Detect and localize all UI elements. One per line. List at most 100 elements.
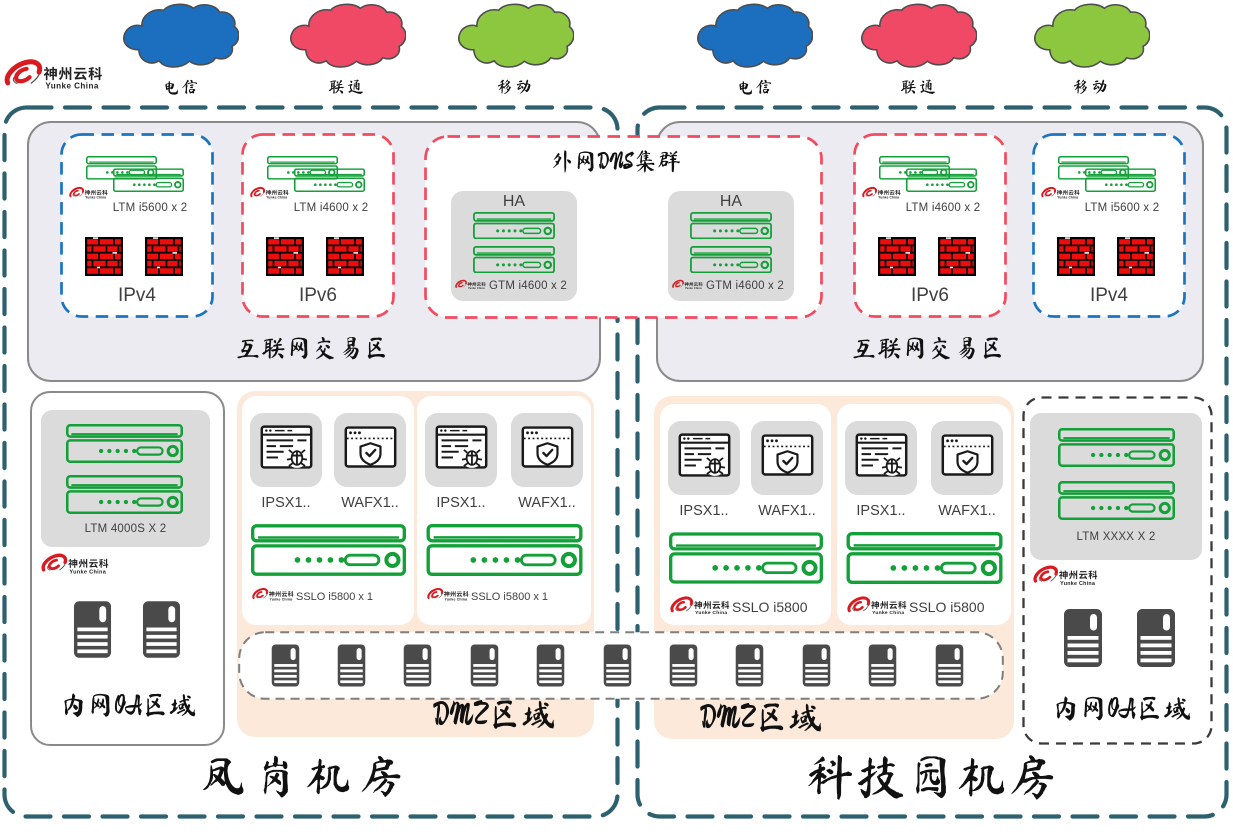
- server-tower: [73, 600, 112, 659]
- ips-icon: [433, 419, 490, 476]
- waf-icon: [519, 419, 576, 476]
- oa-device-label-left: LTM 4000S X 2: [84, 523, 167, 535]
- isp-cloud-red-right: [858, 3, 977, 69]
- firewall-brick: [1117, 237, 1155, 276]
- isp-cloud-red-left: [287, 3, 406, 69]
- isp-cloud-green-right: [1031, 3, 1150, 69]
- yunke-logo-medium: [41, 552, 109, 577]
- firewall-brick: [326, 237, 364, 276]
- waf-icon: [939, 427, 996, 484]
- isp-cloud-label-left-2: [496, 78, 532, 95]
- server-tower: [1063, 608, 1103, 668]
- yunke-logo-small: [847, 595, 907, 617]
- ltm-appliance: [1058, 481, 1175, 520]
- ltm-device-label: LTM i5600 x 2: [1084, 202, 1160, 214]
- ips-label: IPSX1..: [436, 495, 486, 511]
- yunke-logo-small: [427, 587, 469, 602]
- firewall-brick: [1057, 237, 1095, 276]
- dmz-label-right: [700, 700, 822, 734]
- ha-label: HA: [719, 193, 743, 210]
- firewall-brick: [938, 237, 976, 276]
- ips-icon: [258, 419, 315, 476]
- dns-cluster-title: [550, 149, 681, 173]
- ips-label: IPSX1..: [679, 503, 729, 519]
- ltm-appliance: [66, 475, 183, 514]
- sslo-label: SSLO i5800: [732, 599, 808, 615]
- ip-version-label: IPv6: [298, 285, 338, 306]
- yunke-logo-small: [250, 186, 289, 200]
- ltm-device-label: LTM i4600 x 2: [293, 202, 369, 214]
- isp-cloud-blue-left: [120, 3, 239, 69]
- isp-cloud-green-left: [455, 3, 574, 69]
- firewall-brick: [878, 237, 916, 276]
- ips-icon: [853, 427, 910, 484]
- ips-label: IPSX1..: [261, 495, 311, 511]
- isp-cloud-label-right-2: [1072, 78, 1108, 95]
- yunke-logo: [4, 57, 103, 93]
- dmz-server-tower: [669, 642, 698, 689]
- oa-zone-label-left: [60, 691, 196, 718]
- isp-cloud-label-right-0: [736, 78, 772, 95]
- waf-label: WAFX1..: [758, 503, 816, 519]
- yunke-logo-small: [1041, 186, 1080, 200]
- sslo-appliance: [426, 524, 583, 576]
- cloud-shape: [698, 4, 813, 67]
- oa-zone-label-right: [1052, 694, 1191, 722]
- firewall-brick: [266, 237, 304, 276]
- cloud-shape: [291, 4, 406, 67]
- firewall-brick: [85, 237, 123, 276]
- waf-label: WAFX1..: [938, 503, 996, 519]
- dmz-server-tower: [337, 642, 366, 689]
- ltm-appliance: [66, 424, 183, 463]
- ha-label: HA: [502, 193, 526, 210]
- sslo-label: SSLO i5800 x 1: [471, 591, 549, 603]
- sslo-appliance: [251, 524, 406, 576]
- dmz-server-tower: [271, 642, 300, 689]
- isp-cloud-label-left-0: [162, 78, 198, 95]
- cloud-shape: [459, 4, 574, 67]
- oa-device-label-right: LTM XXXX X 2: [1076, 531, 1156, 543]
- dmz-server-tower: [603, 642, 632, 689]
- yunke-logo-small: [252, 587, 294, 602]
- firewall-brick: [145, 237, 183, 276]
- dmz-server-tower: [935, 642, 964, 689]
- internet-zone-label-left: [235, 335, 389, 360]
- yunke-logo-small: [670, 595, 730, 617]
- datacenter-name-right: [806, 752, 1056, 800]
- gtm-device-label: GTM i4600 x 2: [488, 280, 568, 292]
- cloud-shape: [124, 4, 239, 67]
- isp-cloud-label-left-1: [328, 78, 364, 95]
- dmz-server-tower: [403, 642, 432, 689]
- ltm-appliance: [1058, 428, 1175, 467]
- server-tower: [142, 600, 181, 659]
- ltm-device-label: LTM i5600 x 2: [112, 202, 188, 214]
- ips-label: IPSX1..: [856, 503, 906, 519]
- waf-icon: [342, 419, 399, 476]
- yunke-logo-medium: [1033, 564, 1098, 588]
- internet-zone-label-right: [851, 335, 1005, 360]
- gtm-appliance: [690, 212, 772, 239]
- server-tower: [1136, 608, 1176, 668]
- cloud-shape: [1035, 4, 1150, 67]
- sslo-label: SSLO i5800 x 1: [296, 591, 374, 603]
- ip-version-label: IPv6: [910, 285, 950, 306]
- dmz-server-tower: [470, 642, 499, 689]
- sslo-appliance: [669, 532, 823, 584]
- cloud-shape: [862, 4, 977, 67]
- dmz-server-tower: [735, 642, 764, 689]
- gtm-appliance: [473, 212, 555, 239]
- gtm-appliance: [690, 246, 772, 273]
- isp-cloud-blue-right: [694, 3, 813, 69]
- dmz-server-tower: [536, 642, 565, 689]
- waf-label: WAFX1..: [341, 495, 399, 511]
- gtm-device-label: GTM i4600 x 2: [705, 280, 785, 292]
- dmz-server-tower: [868, 642, 897, 689]
- ip-version-label: IPv4: [117, 285, 157, 306]
- yunke-logo-small: [862, 186, 901, 200]
- dmz-server-tower: [802, 642, 831, 689]
- yunke-logo-small: [69, 186, 108, 200]
- ltm-device-label: LTM i4600 x 2: [905, 202, 981, 214]
- sslo-label: SSLO i5800: [909, 599, 985, 615]
- ips-icon: [676, 427, 733, 484]
